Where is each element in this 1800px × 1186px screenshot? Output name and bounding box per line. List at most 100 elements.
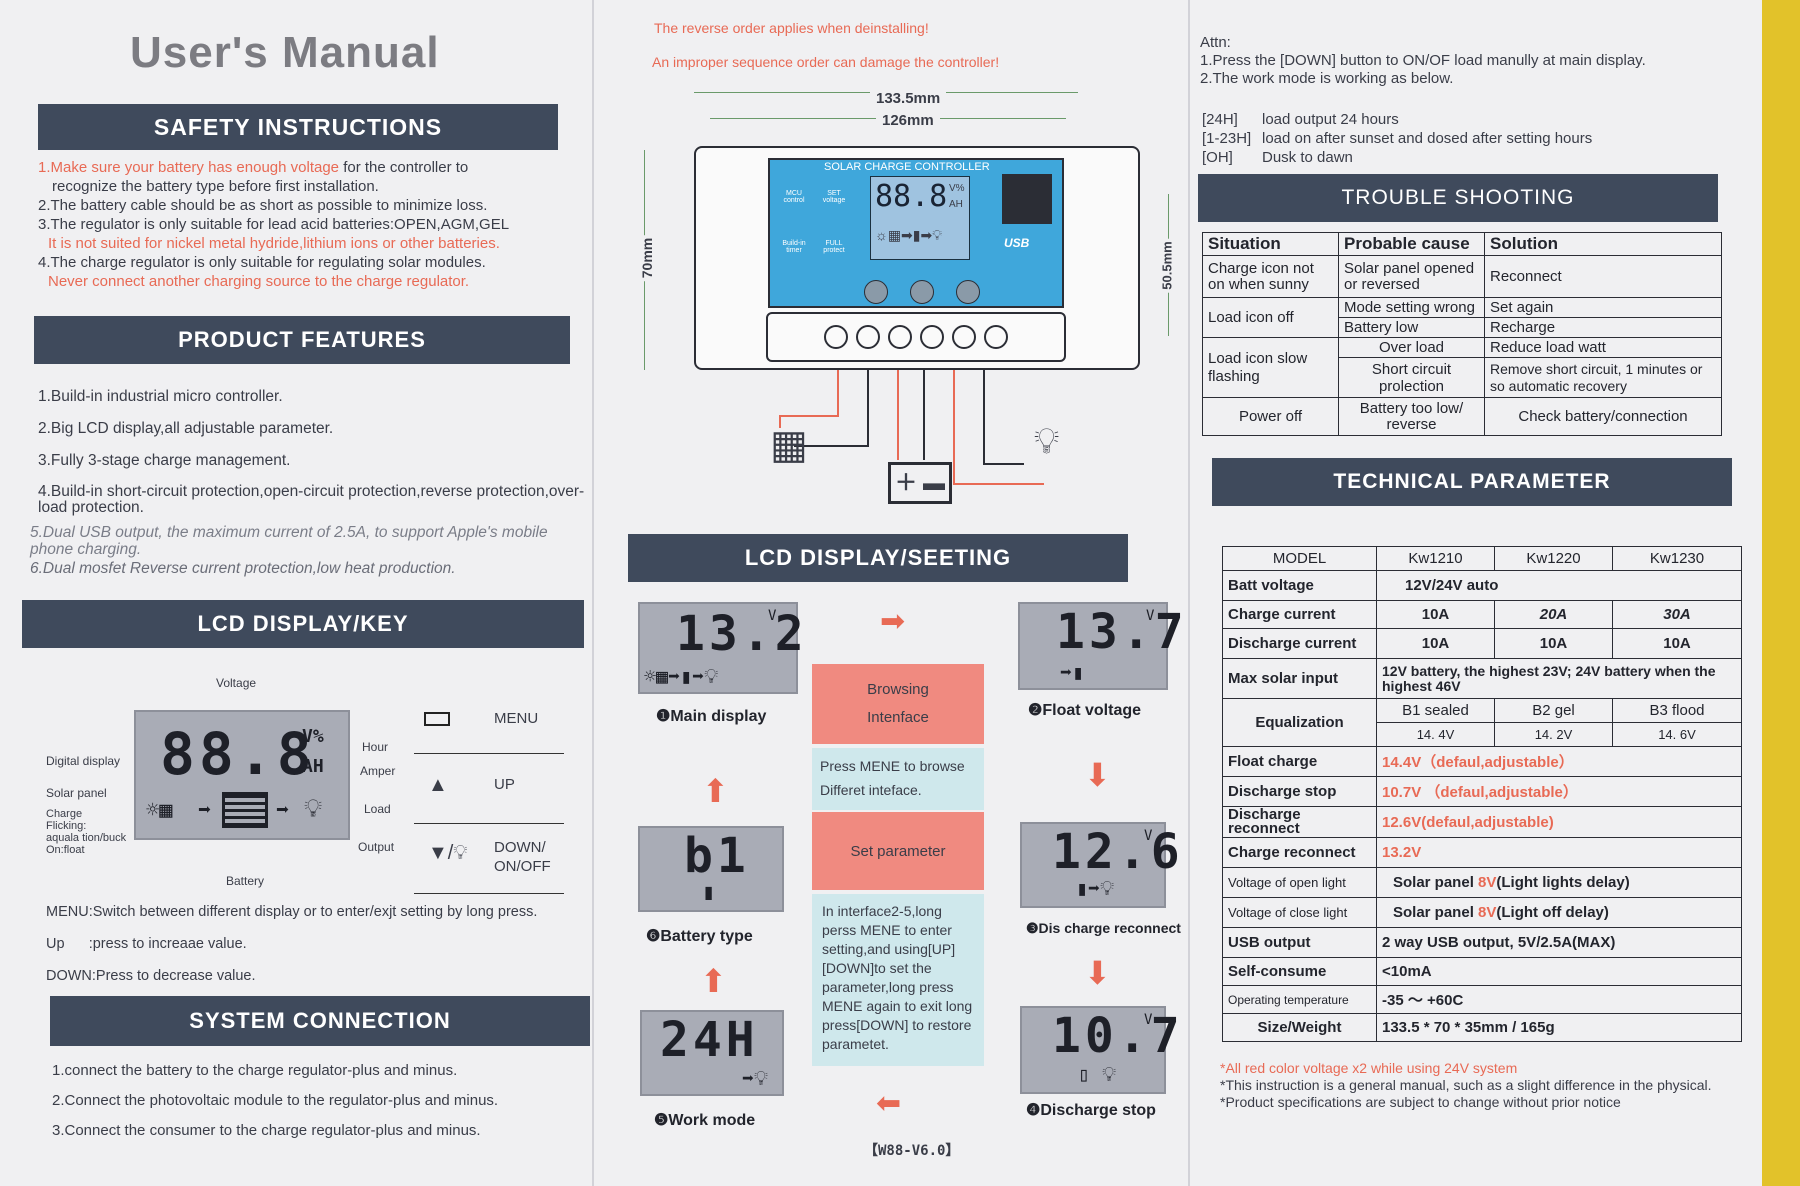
terminal — [984, 325, 1008, 349]
device-lcd: 88.8 V% AH ☼▦➡▮➡💡︎ — [870, 176, 970, 260]
down-key: ▼/💡︎ DOWN/ ON/OFF — [414, 824, 564, 894]
system-heading: SYSTEM CONNECTION — [50, 996, 590, 1046]
battery-icon: ➡▮ — [1060, 660, 1085, 684]
wire-solar-minus — [794, 370, 869, 447]
lcd-key-heading: LCD DISPLAY/KEY — [22, 600, 584, 648]
lcd-main-display: 13.2 V ☼▦➡▮➡💡︎ — [638, 602, 804, 694]
terminal — [920, 325, 944, 349]
lcd-work-mode: 24H ➡💡︎ — [640, 1010, 784, 1096]
table-row: Voltage of open light Solar panel 8V(Lig… — [1222, 867, 1742, 898]
wire-load-minus — [983, 370, 1024, 465]
usb-ports — [1002, 174, 1052, 224]
wire-solar-plus — [779, 370, 839, 428]
key-legend: MENU ▲ UP ▼/💡︎ DOWN/ ON/OFF — [414, 700, 564, 894]
work-mode-row: [24H]load output 24 hours — [1202, 111, 1399, 128]
menu-button[interactable] — [864, 280, 888, 304]
system-list: 1.connect the battery to the charge regu… — [52, 1062, 499, 1139]
up-button[interactable] — [910, 280, 934, 304]
table-row: MODEL Kw1210 Kw1220 Kw1230 — [1222, 546, 1742, 571]
table-row: Size/Weight 133.5 * 70 * 35mm / 165g — [1222, 1013, 1742, 1042]
set-desc: In interface2-5,long perss MENE to enter… — [812, 894, 984, 1066]
terminal — [856, 325, 880, 349]
left-panel: User's Manual SAFETY INSTRUCTIONS 1.Make… — [0, 0, 592, 1186]
up-icon: ▲ — [428, 774, 448, 796]
table-row: Short circuit prolection Remove short ci… — [1203, 357, 1722, 398]
work-mode-row: [1-23H]load on after sunset and dosed af… — [1202, 130, 1593, 147]
feature-item: 2.Big LCD display,all adjustable paramet… — [38, 420, 334, 437]
trouble-table: Situation Probable cause Solution Charge… — [1202, 232, 1722, 436]
battery-icon: ▮ — [702, 880, 716, 905]
browse-box: Browsing Intenface — [812, 664, 984, 744]
table-row: Discharge current 10A 10A 10A — [1222, 628, 1742, 659]
fold-line — [592, 0, 594, 1186]
controller-faceplate: SOLAR CHARGE CONTROLLER 88.8 V% AH ☼▦➡▮➡… — [768, 158, 1064, 308]
arrow-right-icon: ➡ — [198, 798, 212, 823]
solar-panel-icon: ▦ — [770, 423, 808, 467]
table-row: 14. 4V 14. 2V 14. 6V — [1223, 722, 1742, 747]
bulb-icon: 💡︎ — [304, 794, 323, 824]
battery-icon: ＋ ▬ — [888, 462, 952, 504]
battery-load-icons: ▯ 💡︎ — [1078, 1062, 1117, 1086]
caption-float-voltage: ❷Float voltage — [1028, 702, 1142, 719]
up-key: ▲ UP — [414, 754, 564, 824]
lcd-setting-heading: LCD DISPLAY/SEETING — [628, 534, 1128, 582]
arrow-left-icon: ⬅ — [876, 1087, 902, 1120]
work-modes: [24H]load output 24 hours [1-23H]load on… — [1202, 110, 1592, 167]
feature-item: 6.Dual mosfet Reverse current protection… — [30, 560, 456, 577]
safety-item-3: 3.The regulator is only suitable for lea… — [38, 216, 510, 233]
table-row: Batt voltage 12V/24V auto — [1222, 570, 1742, 601]
tech-table: MODEL Kw1210 Kw1220 Kw1230 Batt voltage … — [1222, 546, 1742, 1042]
table-row: Operating temperature -35 ～ +60C — [1222, 985, 1742, 1014]
lcd-screen: 88.8 V% AH ☼▦ ➡ ➡ 💡︎ — [134, 710, 350, 840]
table-row: Equalization B1 sealed B2 gel B3 flood — [1222, 698, 1742, 747]
work-mode-row: [OH]Dusk to dawn — [1202, 149, 1353, 166]
table-row: Discharge stop 10.7V （defaul,adjustable） — [1222, 776, 1742, 807]
right-panel: Attn: 1.Press the [DOWN] button to ON/OF… — [1190, 0, 1762, 1186]
table-row: Voltage of close light Solar panel 8V(Li… — [1222, 897, 1742, 928]
lock-icon: FULL protect — [823, 240, 845, 254]
arrow-down-icon: ⬇ — [1084, 955, 1111, 991]
terminal — [824, 325, 848, 349]
table-row: Load icon slow flashing Over load Reduce… — [1202, 337, 1722, 398]
table-row: Charge icon not on when sunny Solar pane… — [1202, 255, 1722, 298]
safety-item-1: 1.Make sure your battery has enough volt… — [38, 159, 469, 176]
table-row: Max solar input 12V battery, the highest… — [1222, 658, 1742, 699]
arrow-right-icon: ➡ — [880, 605, 906, 638]
tech-heading: TECHNICAL PARAMETER — [1212, 458, 1732, 506]
terminal — [952, 325, 976, 349]
arrow-up-icon: ⬆ — [700, 963, 727, 999]
caption-work-mode: ❺Work mode — [654, 1112, 756, 1129]
solar-battery-load-icons: ☼▦➡▮➡💡︎ — [644, 664, 719, 688]
terminal — [888, 325, 912, 349]
controller-device: SOLAR CHARGE CONTROLLER 88.8 V% AH ☼▦➡▮➡… — [694, 146, 1140, 370]
features-list: 1.Build-in industrial micro controller. … — [30, 388, 586, 582]
arrow-down-icon: ⬇ — [1084, 757, 1111, 793]
down-button[interactable] — [956, 280, 980, 304]
table-row: Float charge 14.4V（defaul,adjustable） — [1222, 746, 1742, 777]
usb-label: USB — [1004, 236, 1030, 250]
middle-panel: The reverse order applies when deinstall… — [594, 0, 1188, 1186]
terminal-block — [766, 312, 1066, 362]
arrow-right-icon: ➡ — [276, 798, 290, 823]
table-row: USB output 2 way USB output, 5V/2.5A(MAX… — [1222, 927, 1742, 958]
features-heading: PRODUCT FEATURES — [34, 316, 570, 364]
wire-load-plus — [953, 370, 1044, 485]
clock-icon: Build-in timer — [782, 240, 806, 254]
warning-line-2: An improper sequence order can damage th… — [652, 54, 1000, 70]
menu-icon — [424, 712, 450, 726]
attn-block: Attn: 1.Press the [DOWN] button to ON/OF… — [1200, 34, 1646, 87]
fold-line — [1188, 0, 1190, 1186]
browse-desc: Press MENE to browse Differet inteface. — [812, 748, 984, 810]
safety-item-2: 2.The battery cable should be as short a… — [38, 197, 488, 214]
feature-item: 3.Fully 3-stage charge management. — [38, 452, 291, 469]
table-row: Power off Battery too low/ reverse Check… — [1202, 397, 1722, 436]
safety-item-4: 4.The charge regulator is only suitable … — [38, 254, 486, 271]
caption-main-display: ❶Main display — [656, 708, 767, 725]
set-box: Set parameter — [812, 812, 984, 890]
wiring-diagram — [779, 370, 1044, 485]
version-label: 【W88-V6.0】 — [864, 1143, 960, 1159]
footnotes: *All red color voltage x2 while using 24… — [1220, 1060, 1712, 1110]
battery-load-icons: ▮➡💡︎ — [1076, 876, 1115, 900]
lcd-discharge-stop: 10.7 V ▯ 💡︎ — [1020, 1006, 1180, 1094]
safety-heading: SAFETY INSTRUCTIONS — [38, 104, 558, 150]
